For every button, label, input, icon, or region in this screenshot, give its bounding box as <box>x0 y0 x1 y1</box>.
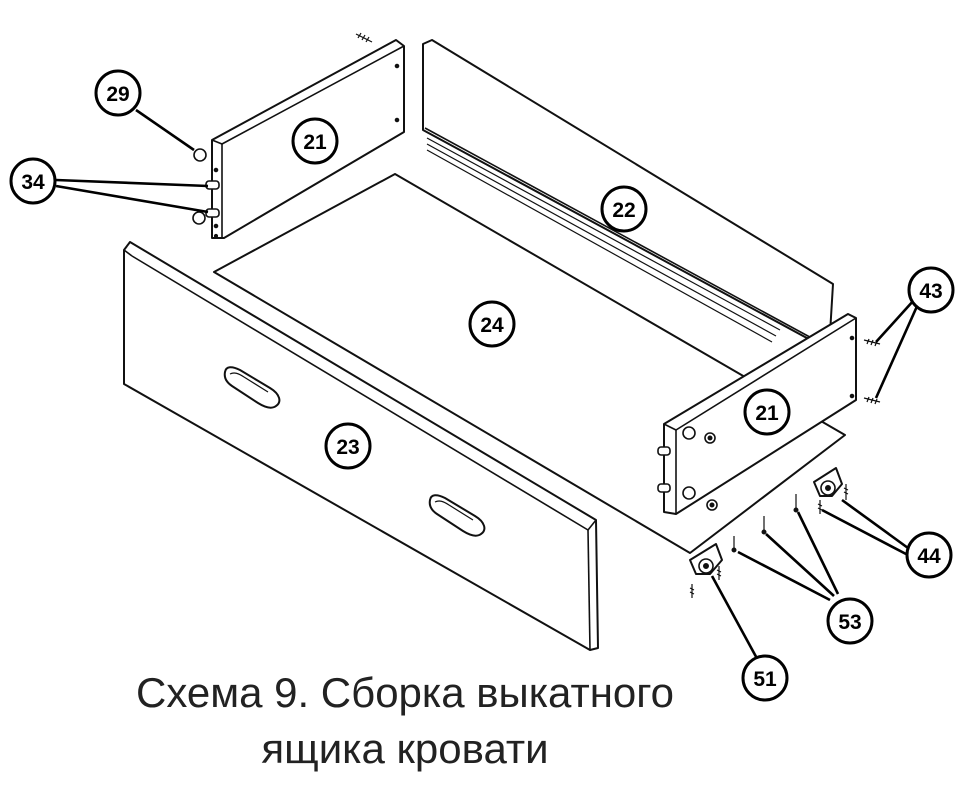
screw-53-b <box>761 516 767 535</box>
screw-53-a <box>731 536 737 553</box>
caster-44 <box>813 467 849 514</box>
caption-line-2: ящика кровати <box>261 725 549 772</box>
callout-24: 24 <box>468 300 516 348</box>
dowel-right-lower <box>657 483 671 493</box>
svg-text:43: 43 <box>919 280 942 303</box>
callout-44: 44 <box>905 531 953 579</box>
screw-53-c <box>793 494 799 513</box>
screw-top <box>355 32 373 43</box>
svg-text:53: 53 <box>838 611 861 634</box>
svg-text:44: 44 <box>917 545 941 568</box>
callout-34: 34 <box>9 157 57 205</box>
callout-53: 53 <box>826 597 874 645</box>
callout-29: 29 <box>94 69 142 117</box>
caster-51 <box>689 543 723 598</box>
cam-nut-29-upper <box>193 148 207 162</box>
callout-51: 51 <box>741 654 789 702</box>
svg-text:22: 22 <box>612 199 635 222</box>
callout-43: 43 <box>907 266 955 314</box>
handle-slot-right <box>428 494 486 537</box>
callout-23: 23 <box>324 422 372 470</box>
cam-nut-29-lower <box>192 211 206 225</box>
callout-21-left: 21 <box>291 117 339 165</box>
dowel-34-lower <box>205 208 220 218</box>
svg-text:24: 24 <box>480 314 504 337</box>
leader-lines <box>55 108 920 665</box>
dowel-right-upper <box>657 446 671 456</box>
svg-text:29: 29 <box>106 83 129 106</box>
svg-text:51: 51 <box>753 668 777 691</box>
svg-text:21: 21 <box>755 402 779 425</box>
handle-slot-left <box>223 366 281 409</box>
callout-22: 22 <box>600 185 648 233</box>
svg-text:23: 23 <box>336 436 359 459</box>
caption-line-1: Схема 9. Сборка выкатного <box>135 669 675 716</box>
svg-text:21: 21 <box>303 131 327 154</box>
svg-text:34: 34 <box>21 171 45 194</box>
screw-43-lower <box>863 396 881 405</box>
callout-21-right: 21 <box>743 388 791 436</box>
